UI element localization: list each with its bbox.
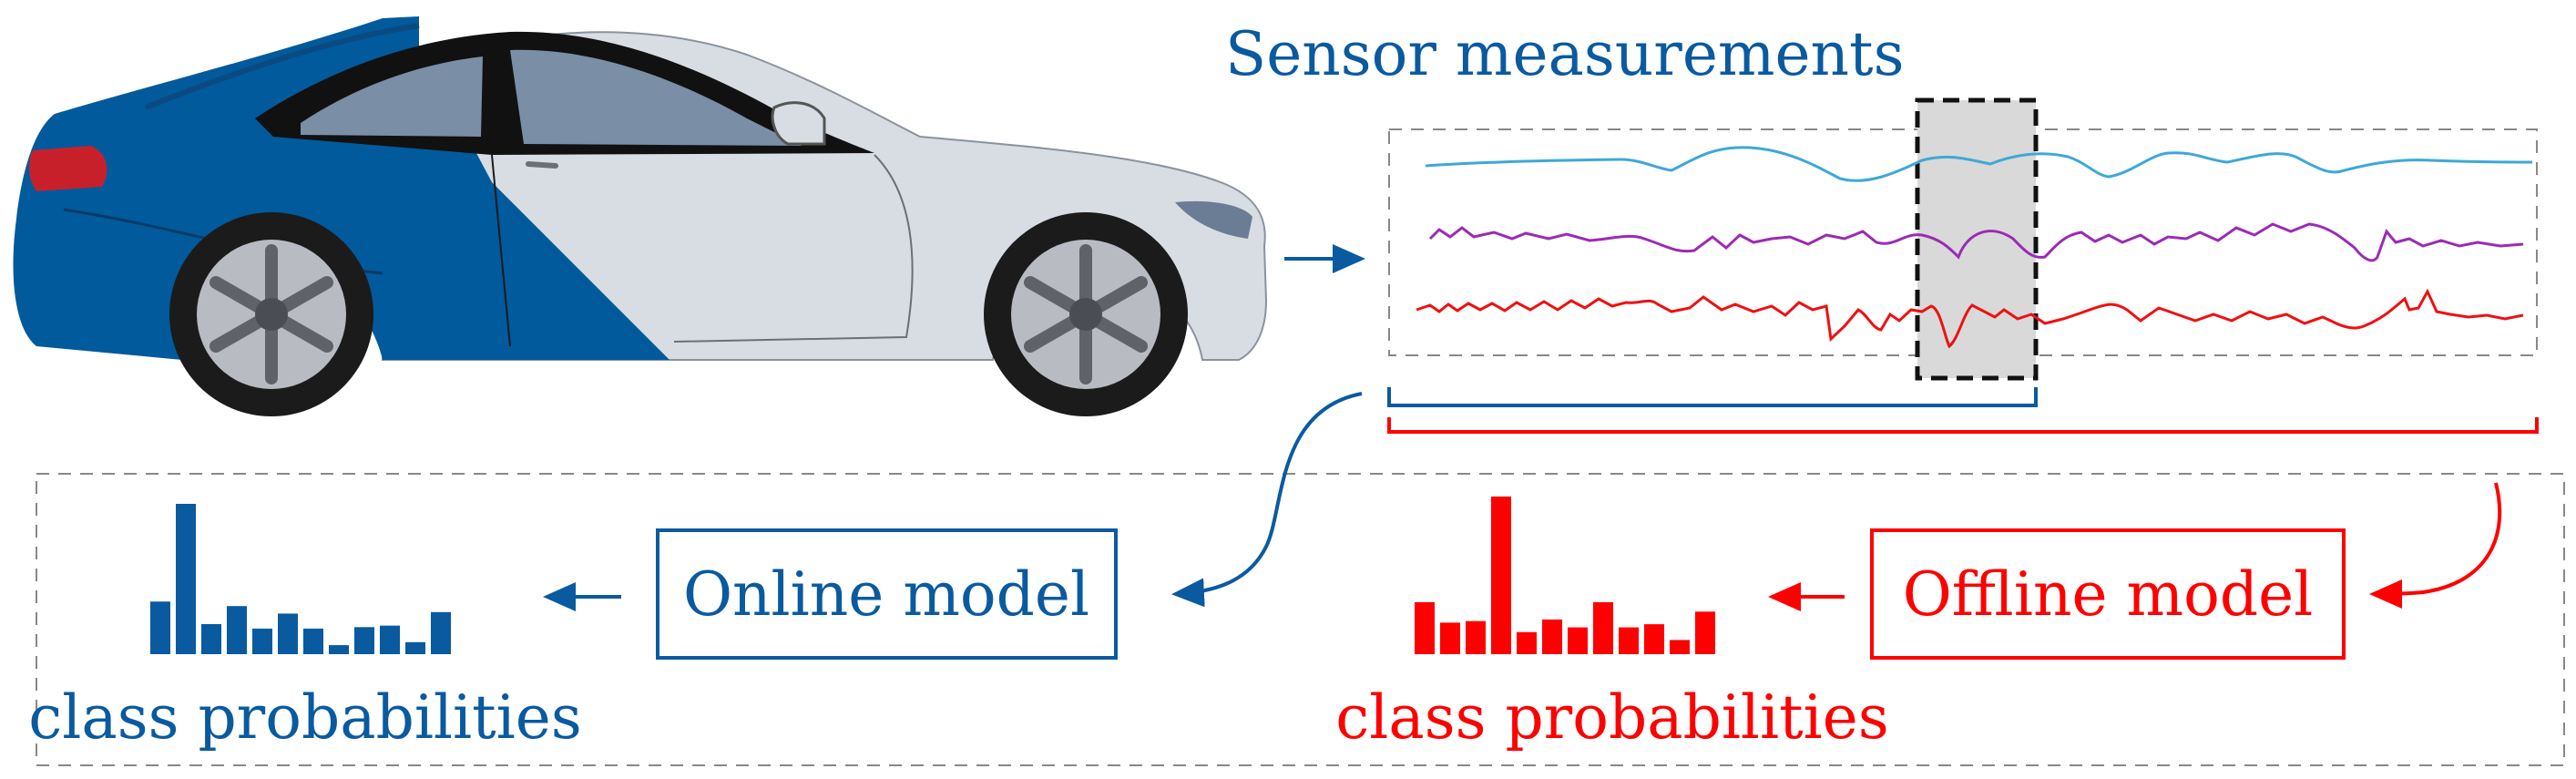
sensor-title: Sensor measurements — [1225, 19, 1904, 89]
signal-cyan — [1425, 146, 2533, 182]
histogram-bar — [354, 627, 374, 654]
histogram-bar — [380, 625, 400, 654]
car-front-wheel — [984, 212, 1188, 416]
car-mirror — [771, 101, 826, 146]
car-rear-window — [301, 56, 483, 137]
car-rear-wheel — [169, 212, 373, 416]
signal-red — [1416, 288, 2524, 349]
histogram-bar — [1670, 640, 1690, 654]
histogram-bar — [1644, 624, 1664, 654]
histogram-bar — [252, 628, 272, 654]
offline-model-label: Offline model — [1903, 559, 2314, 630]
car-headlight — [1175, 200, 1252, 239]
histogram-bar — [1415, 601, 1435, 654]
histogram-bar — [1517, 631, 1537, 654]
histogram-bar — [303, 628, 323, 654]
histogram-bar — [201, 624, 221, 654]
histogram-bar — [227, 606, 247, 654]
histogram-bar — [1593, 601, 1613, 654]
histogram-bar — [1568, 627, 1588, 654]
signal-purple — [1428, 222, 2524, 262]
histogram-icon — [1415, 497, 1715, 654]
histogram-bar — [1695, 611, 1715, 654]
histogram-bar — [1491, 497, 1511, 654]
car-body-blue — [13, 16, 670, 360]
models-panel — [36, 473, 2565, 766]
histogram-bar — [405, 641, 425, 654]
histogram-bar — [176, 504, 196, 654]
offline-probs-label: class probabilities — [1335, 682, 1888, 753]
histogram-bar — [1466, 620, 1486, 654]
offline-model-box — [1870, 528, 2346, 660]
online-probs-label: class probabilities — [28, 682, 581, 753]
histogram-bar — [1619, 627, 1639, 654]
histogram-bar — [150, 601, 170, 654]
histogram-bar — [1440, 622, 1460, 654]
histogram-icon — [150, 504, 451, 654]
car-icon — [13, 16, 1268, 416]
histogram-bar — [431, 611, 451, 654]
online-bracket — [1387, 387, 2038, 407]
histogram-bar — [278, 613, 298, 654]
car-front-window — [510, 49, 802, 146]
online-model-label: Online model — [683, 559, 1089, 630]
histogram-bar — [329, 645, 349, 654]
arrow-to-online-model — [1171, 392, 1363, 608]
histogram-bar — [1542, 619, 1562, 654]
online-model-box — [656, 528, 1118, 660]
arrow-to-offline-model — [2369, 482, 2502, 609]
offline-bracket — [1387, 417, 2539, 434]
car-tail-light — [28, 146, 107, 191]
